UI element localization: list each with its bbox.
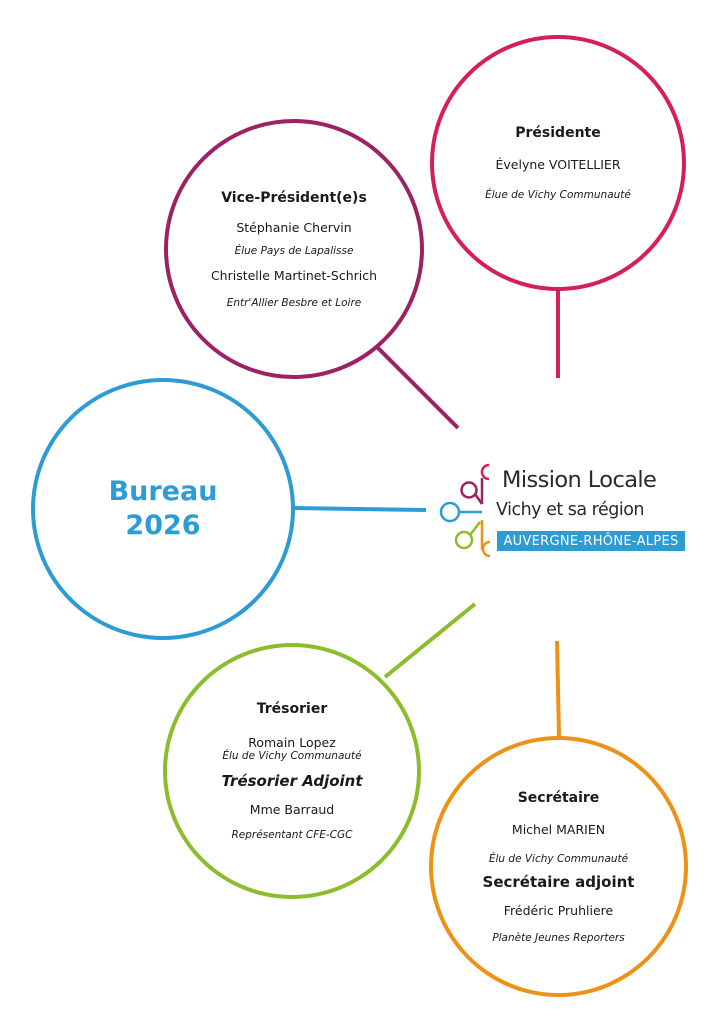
presidente-name: Évelyne VOITELLIER xyxy=(495,157,621,172)
tresorier-adjoint-name: Mme Barraud xyxy=(249,802,335,817)
secretaire-adjoint-role: Secrétaire adjoint xyxy=(482,872,635,891)
tresorier-name: Romain Lopez xyxy=(248,735,336,750)
bureau-circle: Bureau 2026 xyxy=(31,378,295,640)
logo-title: Mission Locale xyxy=(502,467,657,493)
vice-role: Vice-Président(e)s xyxy=(221,189,367,206)
logo-region-banner: AUVERGNE-RHÔNE-ALPES xyxy=(497,531,685,551)
connector-vice xyxy=(374,344,460,430)
connector-tresorier xyxy=(383,602,477,679)
secretaire-affiliation: Élu de Vichy Communauté xyxy=(488,852,629,865)
connector-bureau xyxy=(292,506,427,512)
vice-member-name: Christelle Martinet-Schrich xyxy=(210,267,378,283)
secretaire-adjoint-name: Frédéric Pruhliere xyxy=(503,902,614,918)
presidente-circle: Présidente Évelyne VOITELLIER Élue de Vi… xyxy=(430,35,686,291)
presidente-role: Présidente xyxy=(515,125,601,141)
secretaire-circle: Secrétaire Michel MARIEN Élu de Vichy Co… xyxy=(429,736,688,997)
tresorier-adjoint-affiliation: Représentant CFE-CGC xyxy=(231,829,353,841)
vice-presidents-circle: Vice-Président(e)s Stéphanie Chervin Élu… xyxy=(164,119,424,379)
tresorier-adjoint-role: Trésorier Adjoint xyxy=(221,772,363,790)
secretaire-role: Secrétaire xyxy=(517,789,600,806)
bureau-title-year: 2026 xyxy=(125,510,201,541)
logo-subtitle: Vichy et sa région xyxy=(496,500,645,520)
tresorier-role: Trésorier xyxy=(256,701,328,717)
magnifier-cluster-icon xyxy=(439,463,491,558)
bureau-title-line1: Bureau xyxy=(108,476,218,507)
connector-secretaire xyxy=(555,640,561,738)
presidente-affiliation: Élue de Vichy Communauté xyxy=(485,189,631,201)
tresorier-circle: Trésorier Romain Lopez Élu de Vichy Comm… xyxy=(163,643,421,899)
mission-locale-logo: Mission Locale Vichy et sa région AUVERG… xyxy=(436,460,688,560)
bureau-title: Bureau 2026 xyxy=(109,475,218,543)
vice-member-name: Stéphanie Chervin xyxy=(236,219,352,235)
vice-member-affiliation: Élue Pays de Lapalisse xyxy=(234,244,354,257)
tresorier-affiliation: Élu de Vichy Communauté xyxy=(222,750,362,762)
secretaire-adjoint-affiliation: Planète Jeunes Reporters xyxy=(492,931,625,944)
secretaire-name: Michel MARIEN xyxy=(511,821,606,837)
vice-member-affiliation: Entr'Allier Besbre et Loire xyxy=(226,296,362,309)
